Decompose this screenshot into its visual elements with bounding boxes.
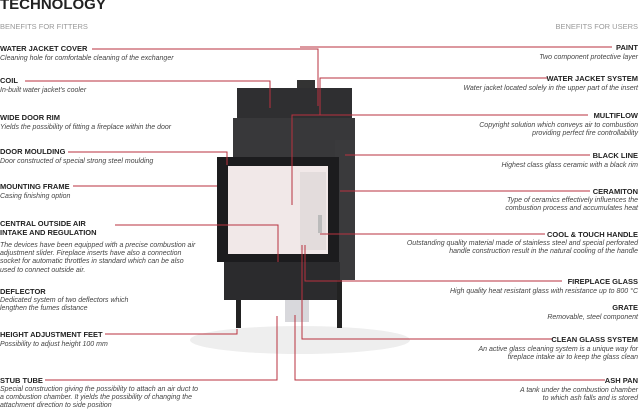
user-title-multiflow: MULTIFLOW: [593, 111, 638, 120]
fitter-desc: The devices have been equipped with a pr…: [0, 242, 196, 274]
user-title-ash-pan: ASH PAN: [604, 376, 638, 385]
fitter-title-air-intake: CENTRAL OUTSIDE AIR INTAKE AND REGULATIO…: [0, 219, 97, 237]
user-title-handle: COOL & TOUCH HANDLE: [547, 230, 638, 239]
fitter-desc: Door constructed of special strong steel…: [0, 158, 154, 165]
user-desc: An active glass cleaning system is a uni…: [478, 346, 638, 362]
user-title-paint: PAINT: [616, 43, 638, 52]
users-heading: BENEFITS FOR USERS: [555, 22, 638, 31]
leader-lines: [25, 46, 612, 381]
fitter-title-deflector: DEFLECTOR: [0, 287, 46, 296]
user-desc: A tank under the combustion chamber to w…: [519, 387, 638, 403]
user-desc: Type of ceramics effectively influences …: [505, 197, 638, 213]
user-desc: High quality heat resistant glass with r…: [449, 288, 638, 295]
fitter-desc: Possibility to adjust height 100 mm: [0, 341, 108, 348]
fitter-desc: Dedicated system of two deflectors which…: [0, 297, 129, 313]
fitter-desc: Special construction giving the possibil…: [0, 386, 199, 410]
user-title-water-jacket-system: WATER JACKET SYSTEM: [546, 74, 638, 83]
fitter-desc: Casing finishing option: [0, 193, 71, 200]
user-title-black-line: BLACK LINE: [592, 151, 638, 160]
fitter-title-mounting-frame: MOUNTING FRAME: [0, 182, 70, 191]
user-title-fireplace-glass: FIREPLACE GLASS: [567, 277, 638, 286]
fitter-title-height-feet: HEIGHT ADJUSTMENT FEET: [0, 330, 103, 339]
user-desc: Outstanding quality material made of sta…: [406, 240, 638, 256]
fitter-title-wide-door-rim: WIDE DOOR RIM: [0, 113, 60, 122]
user-title-clean-glass: CLEAN GLASS SYSTEM: [551, 335, 638, 344]
page-title: TECHNOLOGY: [0, 0, 106, 13]
fitter-title-stub-tube: STUB TUBE: [0, 376, 43, 385]
fitter-title-water-jacket-cover: WATER JACKET COVER: [0, 44, 88, 53]
user-desc: Two component protective layer: [539, 54, 638, 61]
fitters-heading: BENEFITS FOR FITTERS: [0, 22, 88, 31]
fitter-desc: In-built water jacket's cooler: [0, 87, 87, 94]
fitter-desc: Yields the possibility of fitting a fire…: [0, 124, 172, 131]
fitter-title-door-moulding: DOOR MOULDING: [0, 147, 66, 156]
fitter-desc: Cleaning hole for comfortable cleaning o…: [0, 55, 174, 62]
user-desc: Water jacket located solely in the upper…: [463, 85, 638, 92]
user-desc: Removable, steel component: [547, 314, 638, 321]
user-title-ceramiton: CERAMITON: [592, 187, 638, 196]
user-desc: Copyright solution which conveys air to …: [479, 122, 638, 138]
fitter-title-coil: COIL: [0, 76, 18, 85]
user-desc: Highest class glass ceramic with a black…: [501, 162, 638, 169]
user-title-grate: GRATE: [612, 303, 638, 312]
